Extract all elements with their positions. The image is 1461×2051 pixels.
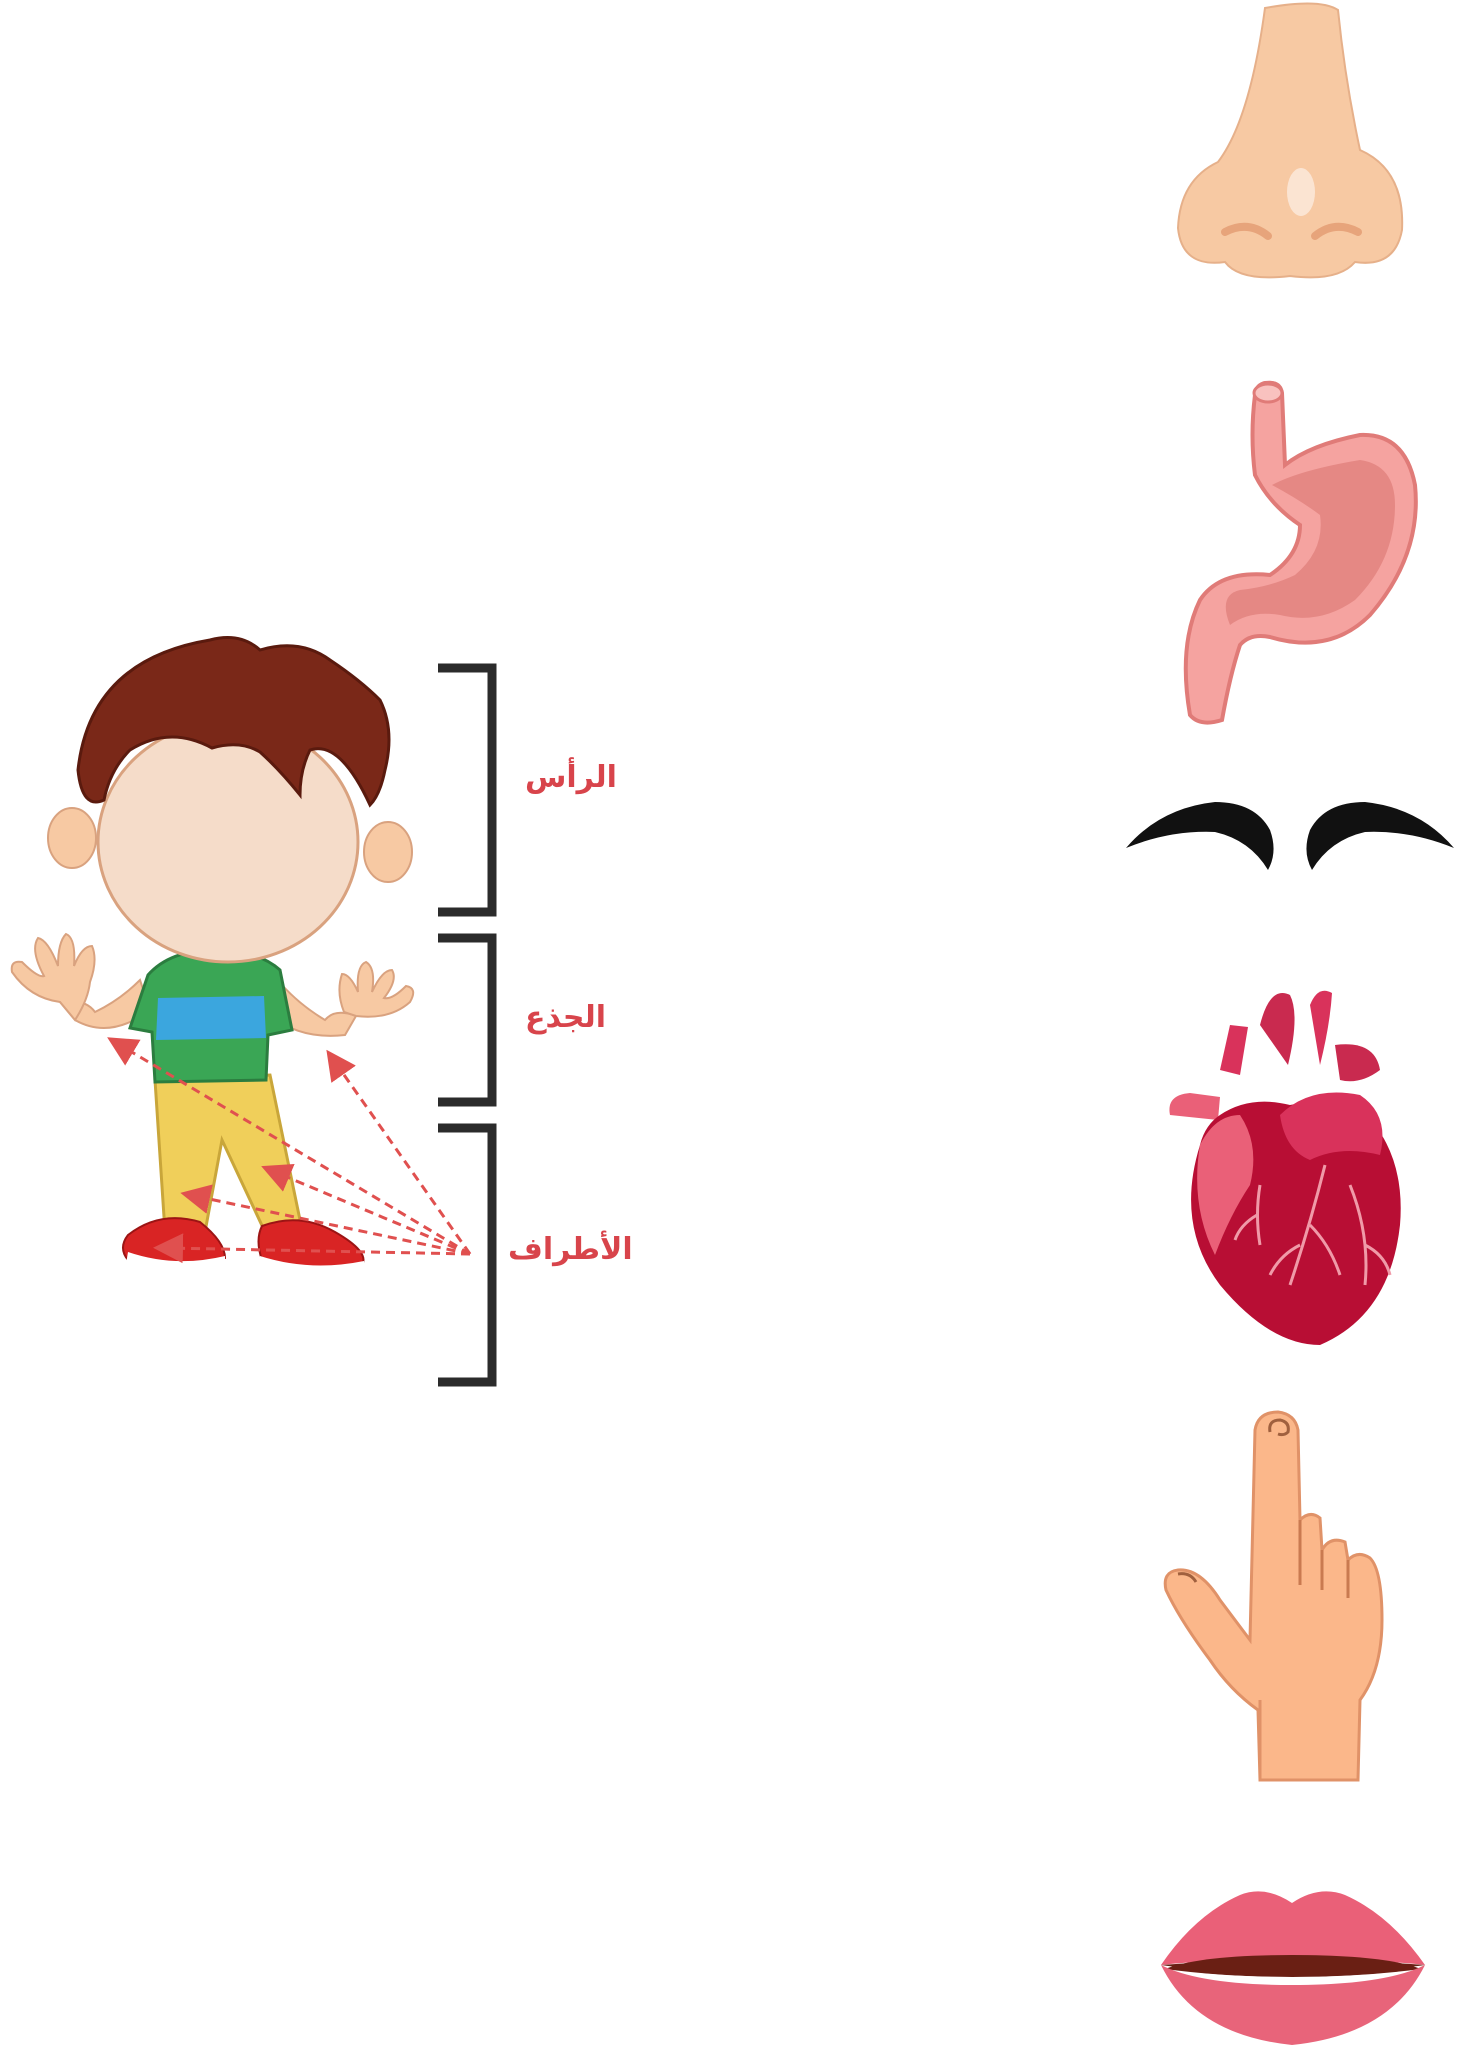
lips-item <box>1155 1865 1430 2051</box>
eyebrows-item <box>1120 790 1460 880</box>
limb-arrows <box>0 0 520 1300</box>
lips-icon <box>1155 1865 1430 2051</box>
pointing-hand-icon <box>1160 1410 1420 1785</box>
trunk-label: الجذع <box>525 1000 606 1035</box>
limbs-label: الأطراف <box>508 1232 633 1267</box>
stomach-item <box>1160 375 1425 730</box>
nose-icon <box>1170 0 1410 285</box>
head-label: الرأس <box>525 760 617 795</box>
heart-item <box>1160 985 1415 1355</box>
heart-icon <box>1160 985 1415 1355</box>
pointing-hand-item <box>1160 1410 1420 1785</box>
stomach-icon <box>1160 375 1425 730</box>
eyebrows-icon <box>1120 790 1460 880</box>
nose-item <box>1170 0 1410 285</box>
